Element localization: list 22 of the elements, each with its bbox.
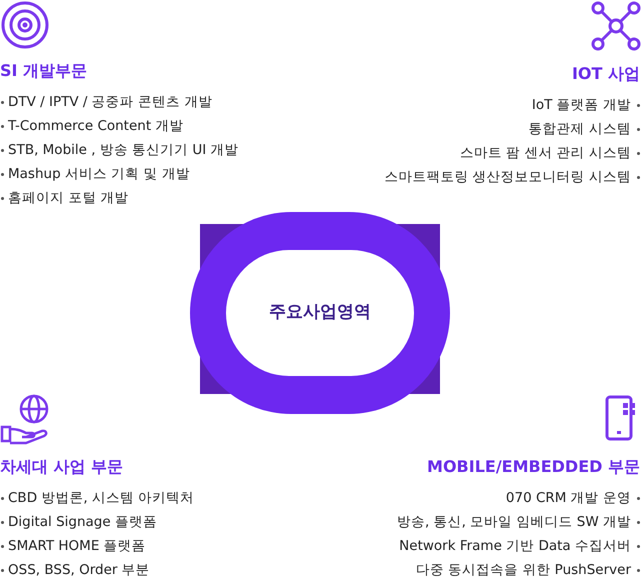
list-item: 070 CRM 개발 운영 [506,489,631,507]
list-item: 스마트 팜 센서 관리 시스템 [460,144,631,162]
section-heading: MOBILE/EMBEDDED 부문 [427,457,640,477]
center-title: 주요사업영역 [268,301,372,323]
list-item: OSS, BSS, Order 부분 [8,561,150,579]
list-item: 통합관제 시스템 [528,120,631,138]
list-item: SMART HOME 플랫폼 [8,537,146,555]
list-item: 다중 동시접속을 위한 PushServer [416,561,631,579]
list-item: IoT 플랫폼 개발 [532,96,631,114]
list-item: Network Frame 기반 Data 수집서버 [399,537,631,555]
list-item: Digital Signage 플랫폼 [8,513,157,531]
list-item: 스마트팩토링 생산정보모니터링 시스템 [384,168,631,186]
list-item: Mashup 서비스 기획 및 개발 [8,165,190,183]
list-item: T-Commerce Content 개발 [8,117,184,135]
section-heading: 차세대 사업 부문 [0,457,124,477]
section-heading: IOT 사업 [572,64,640,84]
list-item: 방송, 통신, 모바일 임베디드 SW 개발 [397,513,631,531]
section-heading: SI 개발부문 [0,61,88,81]
list-item: 홈페이지 포털 개발 [8,189,129,207]
list-item: DTV / IPTV / 공중파 콘텐츠 개발 [8,93,212,111]
list-item: CBD 방법론, 시스템 아키텍처 [8,489,194,507]
list-item: STB, Mobile , 방송 통신기기 UI 개발 [8,141,239,159]
